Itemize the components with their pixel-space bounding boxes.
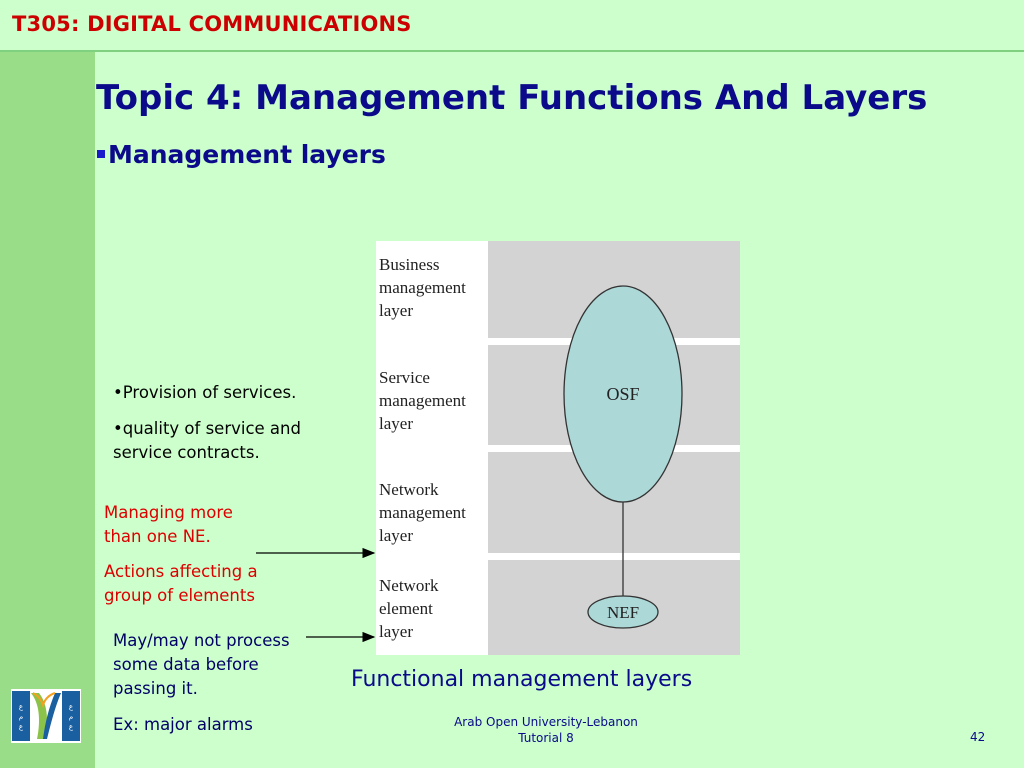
- svg-text:ﻡ: ﻡ: [19, 713, 23, 721]
- layer-label-network-mgmt: Network management layer: [379, 480, 466, 545]
- note-service: •Provision of services. •quality of serv…: [113, 383, 301, 462]
- square-bullet-icon: [97, 150, 105, 158]
- bullet-heading: Management layers: [97, 140, 386, 169]
- layer-label-business: Business management layer: [379, 255, 466, 320]
- management-layers-figure: Business management layer Service manage…: [376, 241, 740, 655]
- svg-text:ﻉ: ﻉ: [69, 723, 74, 731]
- left-sidebar-bar: [0, 52, 95, 768]
- note-network-element: May/may not process some data before pas…: [113, 631, 290, 734]
- svg-text:ﻉ: ﻉ: [69, 703, 74, 711]
- page-number: 42: [970, 730, 986, 744]
- bullet-heading-text: Management layers: [108, 140, 386, 169]
- footer-university: Arab Open University-Lebanon: [454, 715, 638, 729]
- figure-caption: Functional management layers: [351, 667, 693, 692]
- nef-label: NEF: [607, 603, 639, 622]
- nef-ellipse: [587, 595, 659, 629]
- svg-text:ﻉ: ﻉ: [19, 723, 24, 731]
- svg-text:ﻉ: ﻉ: [19, 703, 24, 711]
- footer-tutorial: Tutorial 8: [518, 731, 574, 745]
- osf-label: OSF: [606, 384, 639, 404]
- course-title: T305: DIGITAL COMMUNICATIONS: [12, 12, 412, 36]
- layer-label-service: Service management layer: [379, 368, 466, 433]
- svg-text:ﻡ: ﻡ: [69, 713, 73, 721]
- osf-nef-diagram: OSF NEF: [563, 285, 683, 629]
- slide-header: T305: DIGITAL COMMUNICATIONS: [0, 0, 1024, 52]
- slide-footer: Arab Open University-Lebanon Tutorial 8: [430, 714, 662, 746]
- layer-label-network-element: Network element layer: [379, 576, 439, 641]
- university-logo: ﻉ ﻡ ﻉ ﻉ ﻡ ﻉ: [11, 689, 81, 743]
- note-network-management: Managing more than one NE. Actions affec…: [104, 503, 258, 605]
- slide-title: Topic 4: Management Functions And Layers: [96, 78, 928, 118]
